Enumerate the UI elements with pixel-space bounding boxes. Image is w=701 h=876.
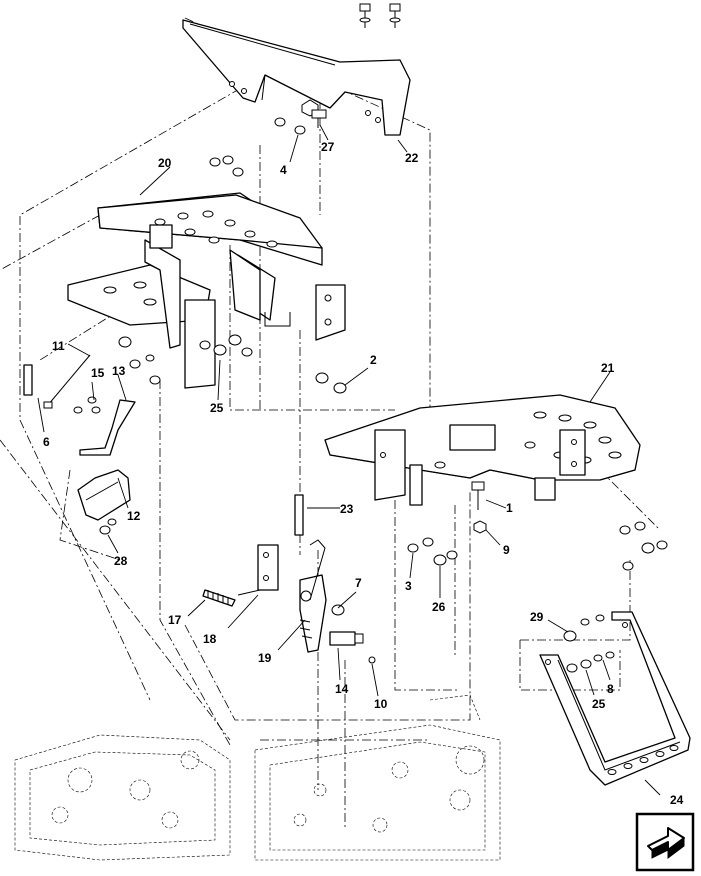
callout-19: 19 bbox=[258, 651, 272, 665]
callout-20: 20 bbox=[158, 156, 172, 170]
transmission-housing bbox=[14, 694, 501, 861]
next-page-button[interactable] bbox=[635, 812, 695, 872]
callout-26: 26 bbox=[432, 600, 446, 614]
callout-21: 21 bbox=[601, 361, 615, 375]
callout-14: 14 bbox=[335, 682, 349, 696]
callout-9: 9 bbox=[503, 543, 510, 557]
leader-lines bbox=[37, 124, 661, 796]
callout-24: 24 bbox=[670, 793, 684, 807]
callout-6: 6 bbox=[43, 435, 50, 449]
callout-11: 11 bbox=[52, 339, 65, 353]
assembly-guide-lines bbox=[0, 17, 661, 830]
callout-17: 17 bbox=[168, 613, 182, 627]
linkage-left bbox=[23, 354, 136, 535]
callout-28: 28 bbox=[114, 554, 128, 568]
bolts-platform-20 bbox=[118, 155, 347, 394]
callout-10: 10 bbox=[374, 697, 388, 711]
lever-assembly bbox=[202, 494, 376, 664]
cover-plate-22 bbox=[182, 19, 411, 136]
bolts-platform-21 bbox=[407, 481, 668, 571]
callout-2: 2 bbox=[370, 353, 377, 367]
callout-29: 29 bbox=[530, 610, 544, 624]
callout-25-right: 25 bbox=[592, 697, 606, 711]
callout-labels: 1 2 3 4 6 7 8 9 10 11 12 13 14 15 17 18 … bbox=[43, 140, 684, 807]
left-platform-20 bbox=[67, 192, 346, 389]
callout-18: 18 bbox=[203, 632, 217, 646]
callout-13: 13 bbox=[112, 364, 126, 378]
callout-23: 23 bbox=[340, 502, 354, 516]
right-platform-21 bbox=[324, 394, 641, 506]
callout-12: 12 bbox=[127, 509, 141, 523]
next-page-arrow-icon bbox=[647, 827, 685, 859]
callout-4: 4 bbox=[280, 163, 287, 177]
callout-3: 3 bbox=[405, 579, 412, 593]
bolts-step-bracket bbox=[563, 614, 615, 673]
callout-27: 27 bbox=[321, 140, 335, 154]
callout-7: 7 bbox=[355, 576, 362, 590]
callout-22: 22 bbox=[405, 151, 419, 165]
step-bracket-24 bbox=[539, 611, 691, 786]
callout-25-left: 25 bbox=[210, 401, 224, 415]
callout-8: 8 bbox=[607, 682, 614, 696]
bolts-top bbox=[274, 3, 401, 135]
callout-1: 1 bbox=[506, 501, 513, 515]
callout-15: 15 bbox=[91, 366, 105, 380]
